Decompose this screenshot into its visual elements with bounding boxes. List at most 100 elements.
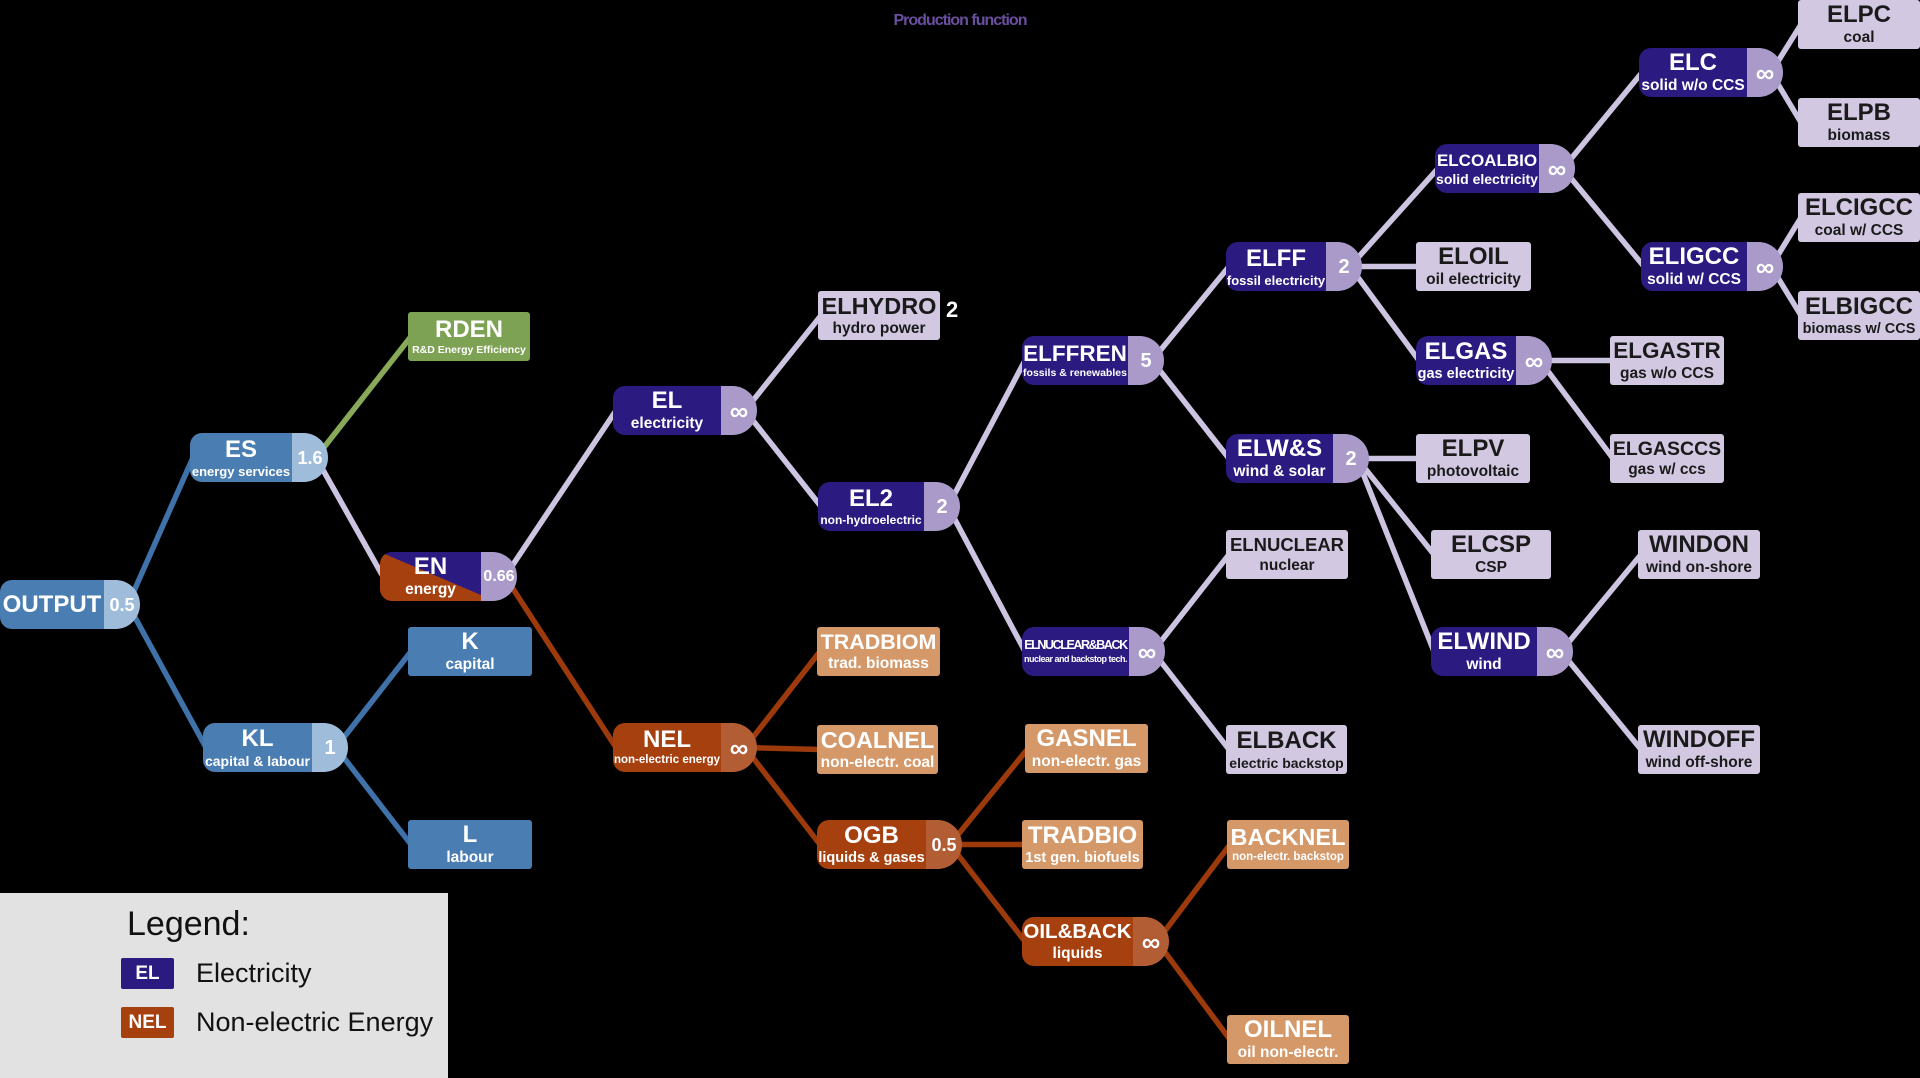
elasticity-value: 0.66 — [483, 567, 515, 585]
node-sublabel: non-electr. backstop — [1232, 851, 1344, 863]
elasticity-value: 1 — [324, 736, 336, 759]
elasticity-badge: ∞ — [1537, 627, 1573, 676]
edge-output-es — [125, 456, 196, 606]
elasticity-badge: ∞ — [1129, 627, 1165, 676]
node-label: TRADBIO — [1027, 821, 1138, 849]
edge-en-el — [502, 408, 619, 579]
el-color-swatch: EL — [121, 958, 174, 989]
legend-title: Legend: — [127, 905, 250, 943]
edge-nel-coalnel — [744, 744, 821, 753]
edge-elffren-elws — [1149, 358, 1232, 461]
node-sublabel: non-electric energy — [613, 754, 721, 767]
node-sublabel: wind on-shore — [1646, 559, 1752, 577]
node-label: ELCOALBIO — [1436, 150, 1538, 170]
legend-label-electricity: Electricity — [196, 958, 312, 988]
node-sublabel: trad. biomass — [828, 655, 929, 672]
node-label: NEL — [643, 726, 691, 754]
node-sublabel: non-electr. gas — [1031, 753, 1142, 771]
node-label: EL — [651, 387, 683, 415]
node-label: ELGAS — [1424, 337, 1508, 365]
edge-es-rden — [313, 334, 414, 460]
elasticity-badge: 0.5 — [926, 820, 962, 869]
elasticity-value: ∞ — [1755, 57, 1775, 88]
node-label: L — [462, 821, 478, 849]
node-sublabel: energy services — [191, 463, 291, 479]
node-sublabel: fossil electricity — [1226, 272, 1326, 288]
elasticity-value: ∞ — [1545, 636, 1565, 667]
edge-el-elhydro — [742, 313, 824, 413]
elasticity-badge: ∞ — [1747, 48, 1783, 97]
node-label: WINDOFF — [1643, 726, 1755, 754]
legend: Legend: EL Electricity NEL Non-electric … — [0, 893, 448, 1078]
elasticity-badge: ∞ — [721, 723, 757, 772]
node-sublabel: wind off-shore — [1645, 754, 1753, 772]
node-label: TRADBIOM — [820, 629, 937, 654]
elasticity-badge: 2 — [1326, 242, 1362, 291]
node-label: ELIGCC — [1648, 243, 1740, 271]
elasticity-value: ∞ — [1141, 926, 1161, 957]
node-label: EN — [413, 553, 448, 581]
node-sublabel: R&D Energy Efficiency — [412, 343, 526, 356]
elasticity-value: ∞ — [1755, 251, 1775, 282]
edge-nel-tradbiom — [742, 649, 823, 750]
node-sublabel: gas w/ ccs — [1628, 461, 1706, 478]
edge-elcoalbio-eligcc — [1560, 166, 1647, 269]
edge-elwind-windoff — [1558, 649, 1644, 752]
edge-oilback-backnel — [1154, 842, 1233, 944]
edge-elcoalbio-elc — [1560, 70, 1645, 171]
edge-elnucback-elback — [1150, 649, 1232, 752]
node-sublabel: liquids & gases — [818, 849, 925, 866]
node-label: ELHYDRO — [821, 292, 937, 319]
node-label: K — [461, 628, 479, 656]
edge-el2-elnucback — [945, 505, 1028, 653]
node-sublabel: capital — [445, 656, 495, 674]
node-label: ELNUCLEAR — [1229, 534, 1345, 555]
annotation-label: 2 — [946, 297, 959, 322]
legend-item-non-electric: NEL Non-electric Energy — [121, 1007, 448, 1038]
elasticity-badge: 2 — [1333, 434, 1369, 483]
edge-en-nel — [502, 575, 619, 749]
node-sublabel: biomass w/ CCS — [1802, 320, 1916, 337]
node-sublabel: nuclear and backstop tech. — [1023, 653, 1128, 664]
node-sublabel: fossils & renewables — [1023, 367, 1127, 379]
node-label: ELGASTR — [1613, 338, 1721, 363]
node-sublabel: coal — [1843, 29, 1875, 47]
node-sublabel: biomass — [1827, 127, 1891, 145]
page-title: Production function — [893, 12, 1028, 29]
node-label: ELFF — [1246, 244, 1306, 272]
node-label: ELC — [1669, 49, 1717, 77]
elasticity-value: ∞ — [729, 732, 749, 763]
elasticity-value: ∞ — [729, 395, 749, 426]
edge-ogb-oilback — [947, 842, 1028, 944]
elasticity-value: ∞ — [1137, 636, 1157, 667]
edge-es-en — [313, 456, 386, 578]
node-label: ELBACK — [1236, 727, 1337, 754]
node-sublabel: energy — [405, 581, 456, 599]
elasticity-value: 0.5 — [931, 834, 957, 855]
node-sublabel: solid w/o CCS — [1641, 77, 1745, 95]
edge-elff-elgas — [1347, 264, 1422, 363]
